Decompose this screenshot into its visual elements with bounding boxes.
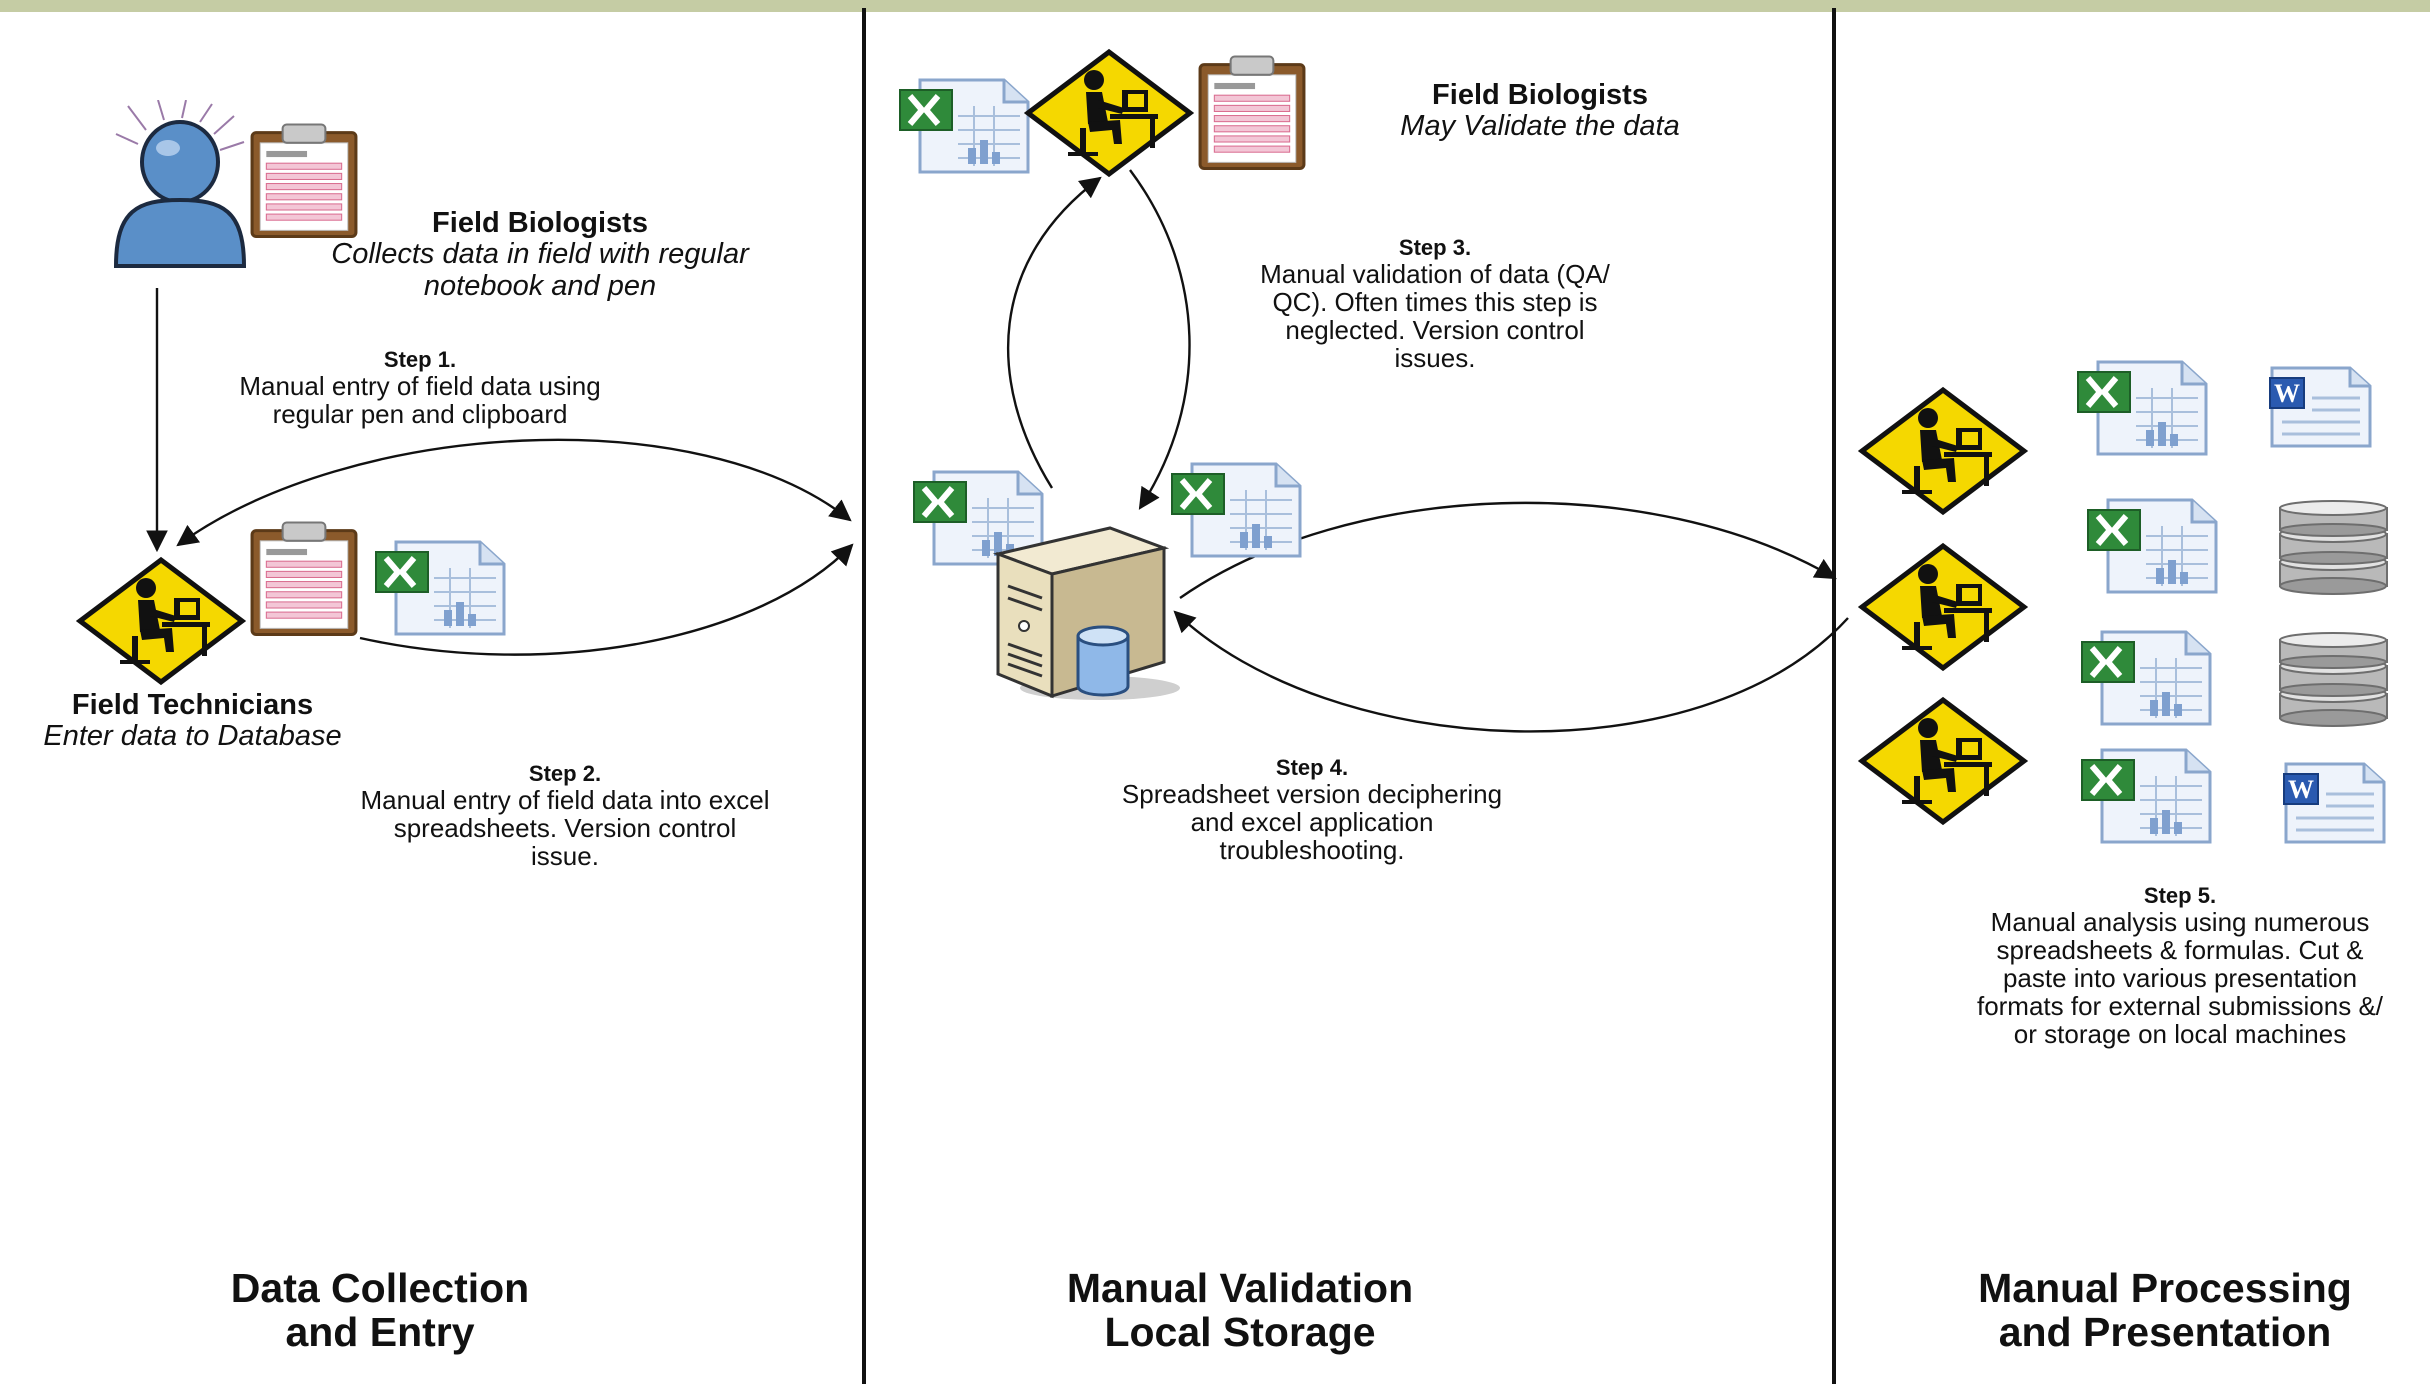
step-label: Step 4. bbox=[1275, 755, 1349, 780]
column-divider-right bbox=[1832, 8, 1836, 1384]
column-title-line: Manual Processing bbox=[1978, 1265, 2352, 1311]
worker-sign-icon bbox=[1024, 48, 1194, 178]
worker-sign-icon bbox=[1858, 542, 2028, 672]
column-divider-left bbox=[862, 8, 866, 1384]
step-3-text: Step 3. Manual validation of data (QA/ Q… bbox=[1205, 236, 1665, 372]
step-line: issues. bbox=[1394, 342, 1476, 373]
column-title-line: Manual Validation bbox=[1066, 1265, 1414, 1311]
excel-spreadsheet-icon bbox=[374, 538, 509, 638]
actor-field-biologists-collect: Field Biologists Collects data in field … bbox=[270, 207, 810, 302]
step-line: Manual entry of field data using bbox=[239, 370, 601, 401]
clipboard-icon bbox=[1196, 54, 1308, 172]
column-title-manual-validation: Manual Validation Local Storage bbox=[960, 1266, 1520, 1355]
step-label: Step 5. bbox=[2143, 883, 2217, 908]
step-line: spreadsheets. Version control bbox=[393, 812, 737, 843]
word-document-icon bbox=[2280, 760, 2390, 845]
arrow-processing-to-server bbox=[1173, 610, 1849, 733]
excel-spreadsheet-icon bbox=[2076, 358, 2211, 458]
actor-name: Field Biologists bbox=[432, 207, 648, 239]
column-title-line: and Entry bbox=[285, 1309, 475, 1356]
step-4-text: Step 4. Spreadsheet version deciphering … bbox=[1070, 756, 1554, 864]
excel-spreadsheet-icon bbox=[898, 76, 1033, 176]
person-icon bbox=[108, 99, 253, 270]
step-5-text: Step 5. Manual analysis using numerous s… bbox=[1930, 884, 2430, 1048]
excel-spreadsheet-icon bbox=[2080, 746, 2215, 846]
actor-role: Enter data to Database bbox=[43, 720, 342, 753]
arrow-col1-to-col2 bbox=[176, 438, 852, 547]
step-line: neglected. Version control bbox=[1285, 314, 1585, 345]
arrow-validation-down bbox=[1129, 169, 1191, 510]
column-title-data-collection: Data Collection and Entry bbox=[100, 1266, 660, 1355]
top-border-bar bbox=[0, 0, 2430, 12]
step-line: spreadsheets & formulas. Cut & bbox=[1996, 934, 2364, 965]
step-line: or storage on local machines bbox=[2013, 1019, 2347, 1050]
actor-role: notebook and pen bbox=[423, 269, 657, 302]
step-label: Step 1. bbox=[383, 347, 457, 372]
database-icon bbox=[2276, 500, 2391, 595]
step-line: QC). Often times this step is bbox=[1272, 286, 1598, 317]
step-line: Manual entry of field data into excel bbox=[360, 784, 770, 815]
column-title-line: Data Collection bbox=[230, 1265, 530, 1311]
actor-field-technicians: Field Technicians Enter data to Database bbox=[0, 689, 385, 753]
worker-sign-icon bbox=[1858, 696, 2028, 826]
excel-spreadsheet-icon bbox=[1170, 460, 1305, 560]
step-label: Step 2. bbox=[528, 761, 602, 786]
step-line: regular pen and clipboard bbox=[272, 398, 568, 429]
excel-spreadsheet-icon bbox=[2080, 628, 2215, 728]
step-label: Step 3. bbox=[1398, 235, 1472, 260]
step-line: Manual validation of data (QA/ bbox=[1260, 258, 1610, 289]
step-line: Manual analysis using numerous bbox=[1990, 906, 2370, 937]
database-icon bbox=[2276, 632, 2391, 727]
step-line: Spreadsheet version deciphering bbox=[1121, 778, 1503, 809]
actor-role: Collects data in field with regular bbox=[331, 238, 749, 271]
arrow-validation-up bbox=[1007, 176, 1102, 489]
word-document-icon bbox=[2266, 364, 2376, 449]
step-line: formats for external submissions &/ bbox=[1976, 990, 2384, 1021]
server-icon bbox=[990, 508, 1190, 708]
excel-spreadsheet-icon bbox=[2086, 496, 2221, 596]
step-line: troubleshooting. bbox=[1219, 834, 1405, 865]
actor-name: Field Biologists bbox=[1432, 79, 1648, 111]
column-title-line: and Presentation bbox=[1998, 1309, 2332, 1356]
step-line: issue. bbox=[531, 840, 599, 871]
actor-name: Field Technicians bbox=[71, 689, 314, 721]
worker-sign-icon bbox=[76, 556, 246, 686]
actor-role: May Validate the data bbox=[1400, 110, 1680, 143]
clipboard-icon bbox=[248, 520, 360, 638]
step-1-text: Step 1. Manual entry of field data using… bbox=[170, 348, 670, 428]
column-title-manual-processing: Manual Processing and Presentation bbox=[1900, 1266, 2430, 1355]
column-title-line: Local Storage bbox=[1104, 1309, 1376, 1356]
arrow-step2-to-server bbox=[359, 543, 854, 656]
step-2-text: Step 2. Manual entry of field data into … bbox=[305, 762, 825, 870]
actor-field-biologists-validate: Field Biologists May Validate the data bbox=[1330, 79, 1750, 143]
worker-sign-icon bbox=[1858, 386, 2028, 516]
step-line: paste into various presentation bbox=[2002, 962, 2358, 993]
step-line: and excel application bbox=[1190, 806, 1434, 837]
